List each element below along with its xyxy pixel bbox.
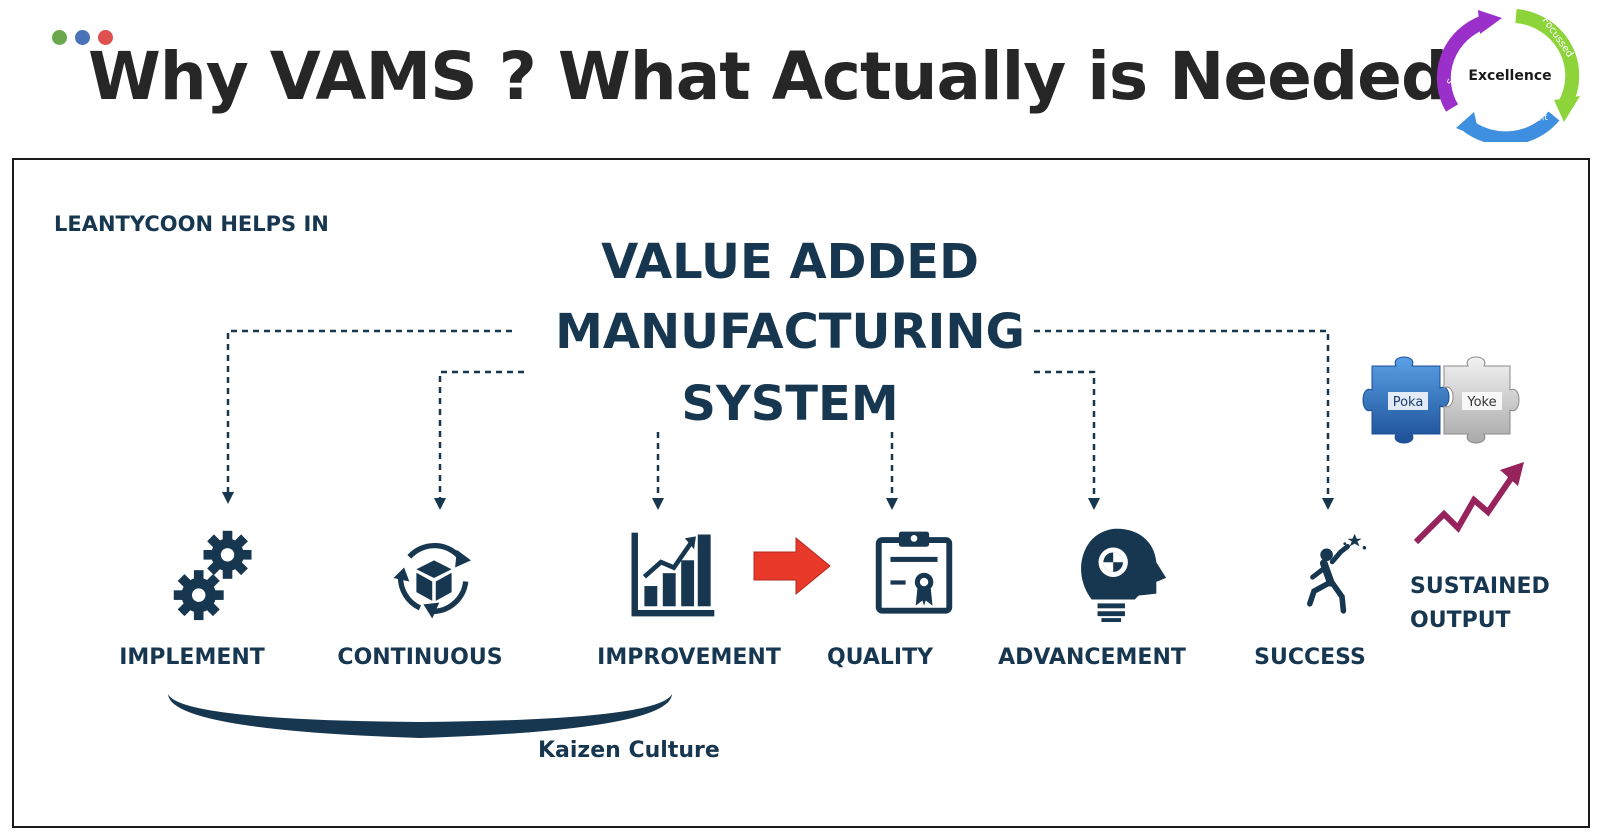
step-label-quality: QUALITY bbox=[826, 645, 934, 670]
trend-arrow bbox=[1413, 462, 1524, 545]
step-label-success: SUCCESS bbox=[1254, 645, 1366, 670]
poka-yoke-puzzle-icon: Poka Yoke bbox=[1362, 356, 1520, 444]
certificate-clipboard-icon bbox=[875, 531, 953, 614]
page-title: Why VAMS ? What Actually is Needed bbox=[88, 38, 1448, 115]
connector-arrowhead bbox=[1322, 498, 1334, 510]
yoke-label: Yoke bbox=[1466, 395, 1496, 410]
step-label-improvement: IMPROVEMENT bbox=[597, 645, 781, 670]
system-title-line-2: MANUFACTURING bbox=[555, 304, 1025, 360]
connector-arrowhead bbox=[222, 492, 234, 504]
cycle-arrowhead-green bbox=[1554, 96, 1580, 122]
system-title-line-3: SYSTEM bbox=[681, 376, 899, 432]
connector-success bbox=[1034, 329, 1330, 500]
kaizen-culture-label: Kaizen Culture bbox=[538, 738, 720, 763]
connector-advancement bbox=[1034, 370, 1096, 500]
step-label-advancement: ADVANCEMENT bbox=[998, 645, 1186, 670]
step-label-implement: IMPLEMENT bbox=[119, 645, 265, 670]
sustained-output-line-1: SUSTAINED bbox=[1410, 574, 1550, 599]
connector-arrowhead bbox=[886, 498, 898, 510]
connector-continuous bbox=[438, 370, 524, 500]
cycle-arrowhead-blue bbox=[1456, 112, 1480, 138]
dot-green bbox=[52, 30, 67, 45]
connector-arrowhead bbox=[434, 498, 446, 510]
dot-red bbox=[98, 30, 113, 45]
cycle-arrowhead-purple bbox=[1478, 10, 1502, 34]
sustained-output-line-2: OUTPUT bbox=[1410, 608, 1511, 633]
connector-implement bbox=[226, 329, 512, 492]
connector-arrowhead bbox=[1088, 498, 1100, 510]
cycle-arrow-green bbox=[1515, 9, 1580, 106]
excellence-cycle-badge: Focussed Improvement Sustenance Excellen… bbox=[1436, 9, 1580, 142]
step-label-continuous: CONTINUOUS bbox=[337, 645, 503, 670]
dot-blue bbox=[75, 30, 90, 45]
connector-arrowhead bbox=[652, 498, 664, 510]
gears-icon bbox=[173, 530, 252, 621]
system-title-line-1: VALUE ADDED bbox=[601, 234, 979, 290]
brain-head-icon bbox=[1081, 528, 1167, 623]
helper-label: LEANTYCOON HELPS IN bbox=[54, 212, 329, 236]
box-cycle-icon bbox=[393, 542, 471, 619]
cycle-arrow-purple bbox=[1436, 15, 1487, 112]
flow-arrow-red bbox=[753, 536, 831, 596]
kaizen-bracket bbox=[168, 694, 672, 738]
badge-center-label: Excellence bbox=[1468, 68, 1551, 84]
reaching-star-icon bbox=[1307, 533, 1367, 614]
bar-chart-growth-icon bbox=[631, 532, 715, 617]
poka-label: Poka bbox=[1393, 395, 1424, 410]
